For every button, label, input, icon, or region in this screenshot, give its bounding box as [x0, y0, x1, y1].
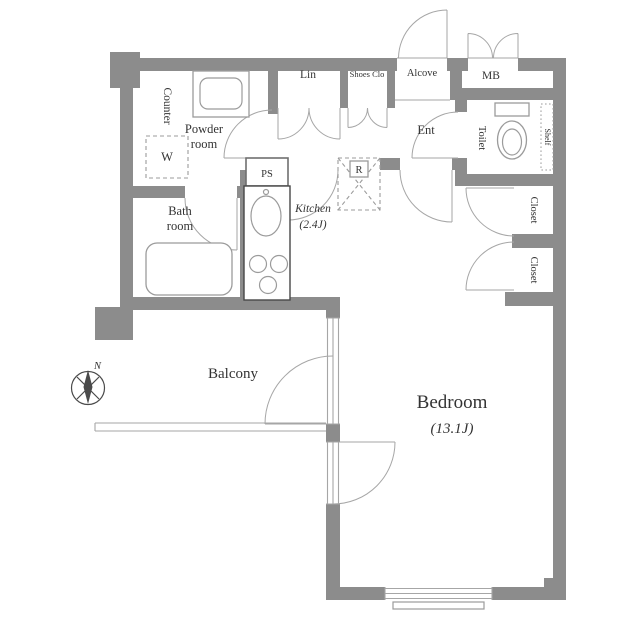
wall-segment	[95, 307, 133, 340]
label-shelf: Shelf	[543, 129, 552, 146]
entrance-door	[398, 9, 448, 59]
label-meter-box: MB	[482, 70, 500, 82]
label-bath-line2: room	[167, 219, 194, 233]
wall-segment	[120, 58, 133, 310]
balcony-window-upper	[326, 317, 340, 425]
label-north: N	[93, 361, 102, 372]
label-bedroom-line2: (13.1J)	[431, 421, 474, 437]
balcony-door	[264, 355, 334, 425]
fridge-box	[337, 157, 381, 211]
toilet-door	[411, 111, 459, 159]
label-pipe-space: PS	[261, 169, 273, 180]
wall-segment	[455, 100, 467, 112]
label-shoes-closet: Shoes Clo	[350, 69, 385, 79]
window-sill	[392, 601, 485, 610]
wall-segment	[326, 297, 340, 318]
wall-segment	[326, 587, 385, 600]
compass-icon	[70, 370, 106, 406]
vanity-basin	[199, 77, 243, 110]
closet-bottom-door	[465, 241, 515, 291]
wall-segment	[326, 424, 340, 442]
wall-segment	[452, 158, 467, 170]
label-balcony: Balcony	[208, 366, 258, 382]
kitchen-sink	[250, 195, 282, 237]
faucet-icon	[262, 188, 270, 196]
wall-segment	[512, 234, 566, 248]
walls	[95, 52, 566, 600]
label-kitchen-line2: (2.4J)	[299, 219, 326, 231]
label-linen: Lin	[300, 69, 316, 81]
wall-segment	[120, 297, 340, 310]
stove-burner	[258, 275, 278, 295]
label-toilet: Toilet	[476, 126, 487, 150]
wall-segment	[340, 58, 348, 108]
toilet-fixture	[494, 102, 530, 160]
shelf-box	[540, 103, 554, 171]
stove-burner	[269, 254, 289, 274]
label-alcove: Alcove	[407, 68, 438, 79]
bedroom-window-door	[332, 441, 396, 505]
balcony-railing	[94, 422, 326, 432]
label-powder-line1: Powder	[185, 122, 224, 136]
toilet-bowl-inner	[501, 128, 523, 156]
label-fridge: R	[355, 165, 362, 176]
wall-segment	[268, 58, 278, 114]
wall-segment	[120, 58, 397, 71]
label-entrance: Ent	[417, 123, 435, 137]
linen-doors	[277, 107, 341, 140]
window-lines	[326, 441, 340, 505]
kitchen-counter	[243, 185, 291, 301]
label-closet-bottom: Closet	[528, 257, 539, 284]
wall-segment	[387, 58, 395, 108]
windows	[326, 317, 493, 610]
mb-doors	[467, 33, 519, 59]
label-washer: W	[161, 150, 173, 164]
north-arrow	[83, 370, 93, 404]
wall-segment	[326, 504, 340, 587]
wall-segment	[455, 88, 566, 100]
wall-segment	[380, 158, 400, 170]
window-lines	[384, 587, 493, 600]
wall-segment	[505, 292, 566, 306]
label-counter: Counter	[161, 87, 173, 124]
label-closet-top: Closet	[528, 197, 539, 224]
wall-segment	[553, 58, 566, 600]
washing-machine-box	[145, 135, 189, 179]
room-labels: Counter Powder room Lin Shoes Clo Alcove…	[93, 68, 552, 437]
refrigerator-space	[337, 157, 381, 211]
label-bath-line1: Bath	[168, 204, 192, 218]
label-powder-line2: room	[191, 137, 218, 151]
bedroom-south-window	[384, 587, 493, 610]
window-lines	[326, 317, 340, 425]
wall-segment	[544, 578, 566, 600]
wall-segment	[133, 186, 185, 198]
toilet-tank	[494, 102, 530, 117]
toilet-bowl	[496, 120, 528, 160]
label-bedroom-line1: Bedroom	[417, 392, 488, 413]
bedroom-door	[399, 169, 453, 223]
vanity-counter	[192, 70, 250, 118]
closet-top-door	[465, 187, 515, 237]
shoes-closet-doors	[347, 107, 388, 128]
fridge-label-box	[349, 160, 369, 178]
balcony-window-lower	[326, 441, 340, 505]
wall-segment	[455, 174, 566, 186]
kitchen-counter-outline	[243, 185, 291, 301]
bathtub	[145, 242, 233, 296]
label-kitchen-line1: Kitchen	[294, 203, 331, 215]
stove-burner	[248, 254, 268, 274]
door-arcs	[184, 9, 519, 505]
